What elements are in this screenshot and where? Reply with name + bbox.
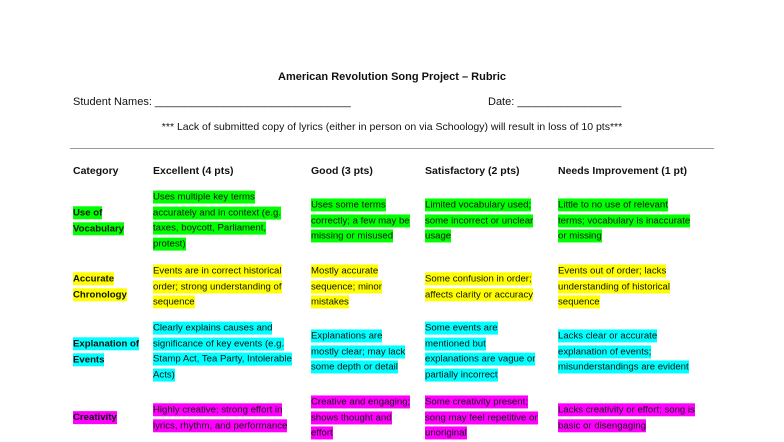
- criteria-cell: Little to no use of relevant terms; voca…: [558, 197, 691, 244]
- highlighted-text: Use of Vocabulary: [73, 206, 125, 235]
- highlighted-text: Limited vocabulary used; some incorrect …: [425, 198, 534, 243]
- date-field: Date: _________________: [488, 96, 622, 108]
- highlighted-text: Some creativity present; song may feel r…: [425, 395, 538, 440]
- highlighted-text: Uses multiple key terms accurately and i…: [153, 190, 281, 251]
- highlighted-text: Some events are mentioned but explanatio…: [425, 321, 536, 382]
- criteria-cell: Mostly accurate sequence; minor mistakes: [311, 263, 382, 310]
- criteria-cell: Lacks creativity or effort; song is basi…: [558, 402, 695, 433]
- category-cell: Use of Vocabulary: [73, 205, 125, 236]
- criteria-cell: Lacks clear or accurate explanation of e…: [558, 328, 689, 375]
- highlighted-text: Highly creative; strong effort in lyrics…: [153, 403, 288, 432]
- highlighted-text: Lacks creativity or effort; song is basi…: [558, 403, 695, 432]
- category-cell: Explanation of Events: [73, 336, 140, 367]
- highlighted-text: Creative and engaging; shows thought and…: [311, 395, 411, 440]
- highlighted-text: Mostly accurate sequence; minor mistakes: [311, 264, 382, 309]
- highlighted-text: Lacks clear or accurate explanation of e…: [558, 329, 689, 374]
- criteria-cell: Explanations are mostly clear; may lack …: [311, 328, 406, 375]
- criteria-cell: Events out of order; lacks understanding…: [558, 263, 670, 310]
- divider: [70, 148, 714, 149]
- criteria-cell: Some confusion in order; affects clarity…: [425, 271, 534, 302]
- highlighted-text: Clearly explains causes and significance…: [153, 321, 292, 382]
- highlighted-text: Explanations are mostly clear; may lack …: [311, 329, 406, 374]
- highlighted-text: Creativity: [73, 411, 117, 425]
- criteria-cell: Clearly explains causes and significance…: [153, 321, 292, 384]
- highlighted-text: Explanation of Events: [73, 337, 140, 366]
- lyrics-note: *** Lack of submitted copy of lyrics (ei…: [161, 121, 623, 133]
- highlighted-text: Uses some terms correctly; a few may be …: [311, 198, 410, 243]
- column-header: Good (3 pts): [311, 165, 373, 177]
- category-cell: Accurate Chronology: [73, 271, 127, 302]
- column-header: Excellent (4 pts): [153, 165, 234, 177]
- category-cell: Creativity: [73, 410, 117, 426]
- criteria-cell: Creative and engaging; shows thought and…: [311, 394, 411, 441]
- criteria-cell: Events are in correct historical order; …: [153, 263, 282, 310]
- document-title: American Revolution Song Project – Rubri…: [278, 71, 506, 83]
- criteria-cell: Uses some terms correctly; a few may be …: [311, 197, 410, 244]
- highlighted-text: Events out of order; lacks understanding…: [558, 264, 670, 309]
- column-header: Category: [73, 165, 119, 177]
- student-names-field: Student Names: _________________________…: [73, 96, 351, 108]
- criteria-cell: Highly creative; strong effort in lyrics…: [153, 402, 288, 433]
- highlighted-text: Events are in correct historical order; …: [153, 264, 282, 309]
- column-header: Satisfactory (2 pts): [425, 165, 520, 177]
- highlighted-text: Accurate Chronology: [73, 272, 127, 301]
- column-header: Needs Improvement (1 pt): [558, 165, 687, 177]
- criteria-cell: Limited vocabulary used; some incorrect …: [425, 197, 534, 244]
- highlighted-text: Some confusion in order; affects clarity…: [425, 272, 534, 301]
- highlighted-text: Little to no use of relevant terms; voca…: [558, 198, 691, 243]
- criteria-cell: Some creativity present; song may feel r…: [425, 394, 538, 441]
- criteria-cell: Uses multiple key terms accurately and i…: [153, 190, 281, 253]
- criteria-cell: Some events are mentioned but explanatio…: [425, 321, 536, 384]
